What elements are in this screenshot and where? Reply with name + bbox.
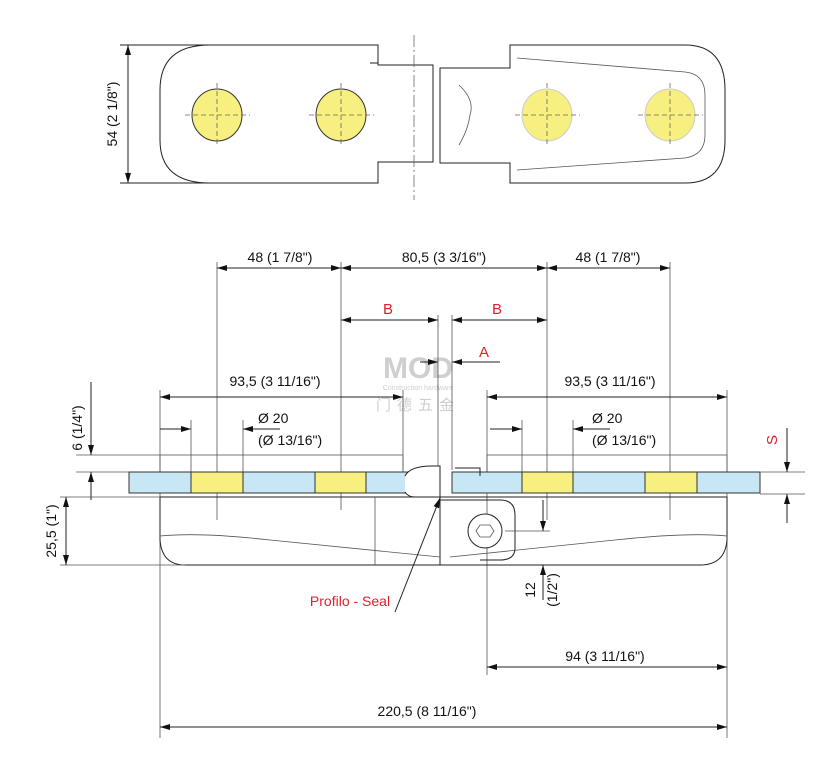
hex-screw bbox=[467, 513, 503, 549]
dim-12-inch: (1/2") bbox=[544, 573, 560, 607]
dim-48-right: 48 (1 7/8") bbox=[576, 249, 641, 265]
label-b-left: B bbox=[383, 301, 393, 318]
watermark: MOD Construction hardware 门德五金 bbox=[376, 352, 460, 414]
label-a: A bbox=[479, 344, 489, 361]
svg-text:MOD: MOD bbox=[383, 352, 453, 385]
dia-left-inch: (Ø 13/16") bbox=[258, 432, 322, 448]
glass-panel-left bbox=[128, 471, 441, 494]
dim-220-5: 220,5 (8 11/16") bbox=[378, 703, 477, 719]
dim-93-5-right: 93,5 (3 11/16") bbox=[564, 373, 655, 389]
dim-25-5: 25,5 (1") bbox=[43, 504, 59, 557]
svg-text:Construction hardware: Construction hardware bbox=[383, 385, 454, 392]
seal-label: Profilo - Seal bbox=[310, 593, 390, 609]
dia-right: Ø 20 bbox=[592, 410, 623, 426]
front-view bbox=[128, 262, 761, 738]
label-s: S bbox=[764, 435, 781, 445]
dia-right-inch: (Ø 13/16") bbox=[592, 432, 656, 448]
dim-93-5-left: 93,5 (3 11/16") bbox=[229, 373, 320, 389]
dim-80-5: 80,5 (3 3/16") bbox=[402, 249, 486, 265]
height-dimension: 54 (2 1/8") bbox=[104, 82, 120, 147]
glass-panel-right bbox=[451, 471, 761, 494]
dim-6: 6 (1/4") bbox=[69, 405, 85, 450]
dim-94: 94 (3 11/16") bbox=[565, 648, 644, 664]
dim-48-left: 48 (1 7/8") bbox=[248, 249, 313, 265]
label-b-right: B bbox=[492, 301, 502, 318]
dimensions: 48 (1 7/8") 80,5 (3 3/16") 48 (1 7/8") B… bbox=[43, 249, 805, 730]
dim-12: 12 bbox=[522, 582, 538, 598]
svg-text:门德五金: 门德五金 bbox=[376, 396, 460, 414]
top-view: 54 (2 1/8") bbox=[104, 35, 726, 200]
dia-left: Ø 20 bbox=[258, 410, 289, 426]
